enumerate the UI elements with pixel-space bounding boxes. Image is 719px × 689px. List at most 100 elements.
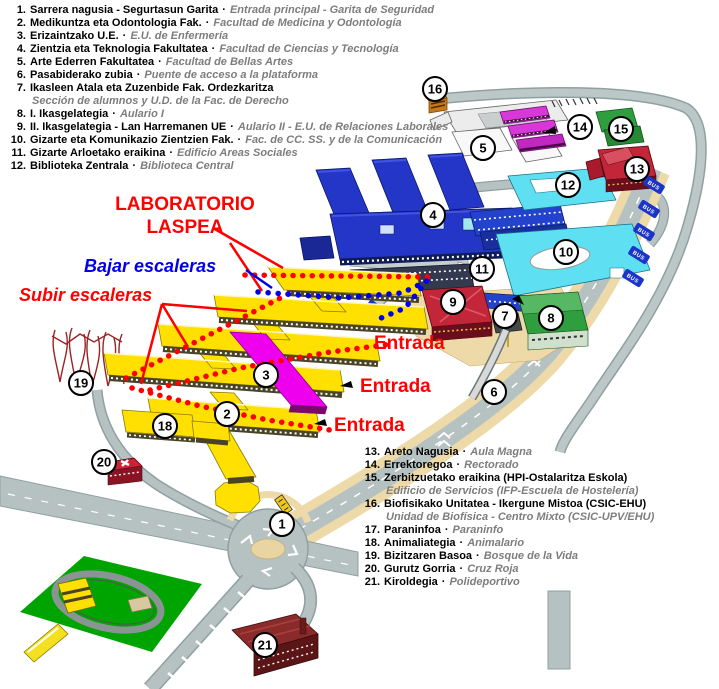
entrada-arrow-2 xyxy=(340,381,353,388)
legend-item-spanish: Aula Magna xyxy=(470,446,532,458)
bridge-6 xyxy=(468,328,511,401)
bus-vehicle xyxy=(274,494,293,516)
bajar-route xyxy=(255,278,430,324)
legend-item-spanish: Rectorado xyxy=(464,459,519,471)
legend-top-item-8: 8.I. Ikasgelategia·Aulario I xyxy=(6,108,448,121)
svg-text:9: 9 xyxy=(449,295,456,310)
legend-item-spanish: Edificio Areas Sociales xyxy=(177,147,298,159)
legend-top-item-3: 3. Erizaintzako U.E.·E.U. de Enfermería xyxy=(6,30,448,43)
legend-separator-dot: · xyxy=(205,17,210,29)
arrow-sw xyxy=(543,126,556,134)
legend-top-item-9: 9.II. Ikasgelategia - Lan Harremanen UE·… xyxy=(6,121,448,134)
legend-top-item-10: 10.Gizarte eta Komunikazio Zientzien Fak… xyxy=(6,134,448,147)
legend-separator-dot: · xyxy=(222,4,226,16)
legend-top-item-5: 5. Arte Ederren Fakultatea·Facultad de Be… xyxy=(6,56,448,69)
subir-leaders xyxy=(139,302,248,385)
subir-route-mid xyxy=(147,341,395,393)
landscape xyxy=(20,327,202,663)
legend-item-basque: Zientzia eta Teknologia Fakultatea xyxy=(30,43,208,55)
legend-item-number: 11. xyxy=(11,147,26,159)
legend-item-spanish: Puente de acceso a la plataforma xyxy=(144,69,319,81)
road-stub-bottom xyxy=(547,590,571,670)
fronton-building xyxy=(23,623,69,663)
legend-item-spanish-line2: Edificio de Servicios (IFP-Escuela de Ho… xyxy=(386,485,639,497)
marker-1: 1 xyxy=(269,511,295,537)
legend-separator-dot: · xyxy=(441,576,446,588)
legend-item-basque: Paraninfoa xyxy=(384,524,441,536)
entrada-arrow-3 xyxy=(314,419,327,426)
legend-item-spanish: Facultad de Bellas Artes xyxy=(165,56,294,68)
legend-top-item-7: 7.Ikasleen Atala eta Zuzenbide Fak. Orde… xyxy=(6,82,448,95)
entrada-label-3: Entrada xyxy=(334,415,405,436)
svg-text:16: 16 xyxy=(428,82,442,97)
crosswalk-stripes xyxy=(167,591,250,683)
legend-bottom-item-15: 15.Zerbitzuetako eraikina (HPI-Ostalarit… xyxy=(360,472,654,485)
marker-19: 19 xyxy=(68,370,94,396)
svg-text:21: 21 xyxy=(258,638,272,653)
building-20-cruz-roja xyxy=(107,457,143,486)
marker-11: 11 xyxy=(469,256,495,282)
svg-text:10: 10 xyxy=(559,245,573,260)
laboratorio-leader-1 xyxy=(212,226,284,270)
legend-separator-dot: · xyxy=(158,56,162,68)
arrow-se xyxy=(512,295,524,305)
legend-item-basque: Arte Ederren Fakultatea xyxy=(30,56,155,68)
legend-item-basque: Gurutz Gorria xyxy=(384,563,456,575)
legend-item-number: 2. xyxy=(16,17,26,29)
legend-item-number: 20. xyxy=(364,563,380,575)
legend-separator-dot: · xyxy=(122,30,127,42)
legend-item-spanish: Animalario xyxy=(467,537,525,549)
legend-bottom-item-19: 19.Bizitzaren Basoa·Bosque de la Vida xyxy=(360,550,654,563)
legend-item-basque: I. Ikasgelategia xyxy=(30,108,109,120)
legend-item-spanish: Polideportivo xyxy=(449,576,520,588)
marker-10: 10 xyxy=(553,239,579,265)
legend-item-basque: Erizaintzako U.E. xyxy=(30,30,119,42)
legend-item-basque: Medikuntza eta Odontologia Fak. xyxy=(30,17,202,29)
legend-separator-dot: · xyxy=(230,121,234,133)
direction-arrows xyxy=(314,126,556,426)
marker-12: 12 xyxy=(555,172,581,198)
legend-item-basque: Pasabiderako zubia xyxy=(30,69,133,81)
legend-bottom-item-16: 16.Biofisikako Unitatea - Ikergune Misto… xyxy=(360,498,654,511)
svg-text:18: 18 xyxy=(158,419,172,434)
legend-item-basque: Errektoregoa xyxy=(384,459,453,471)
legend-item-number: 5. xyxy=(16,56,26,68)
legend-separator-dot: · xyxy=(237,134,242,146)
legend-item-spanish: Facultad de Medicina y Odontología xyxy=(213,17,402,29)
svg-text:20: 20 xyxy=(97,455,111,470)
legend-item-spanish: Aulario I xyxy=(119,108,164,120)
buildings xyxy=(103,90,657,677)
sw-road xyxy=(145,575,253,689)
legend-item-basque: Bizitzaren Basoa xyxy=(384,550,473,562)
north-access-road xyxy=(93,389,258,537)
marker-9: 9 xyxy=(440,289,466,315)
subir-escaleras-label: Subir escaleras xyxy=(19,285,153,305)
legend-separator-dot: · xyxy=(456,459,461,471)
legend-bottom-item-20: 20.Gurutz Gorria·Cruz Roja xyxy=(360,563,654,576)
legend-separator-dot: · xyxy=(136,69,141,81)
legend-item-number: 1. xyxy=(16,4,26,16)
subir-route-nw xyxy=(123,291,291,381)
bajar-leader xyxy=(245,268,273,290)
legend-item-number: 15. xyxy=(364,472,380,484)
legend-separator-dot: · xyxy=(459,537,464,549)
legend-item-basque: Gizarte Arloetako eraikina xyxy=(30,147,166,159)
outer-highway xyxy=(437,88,706,454)
legend-item-basque: Biblioteka Zentrala xyxy=(30,160,129,172)
field-shed xyxy=(127,595,153,613)
svg-text:11: 11 xyxy=(475,262,489,277)
marker-18: 18 xyxy=(152,413,178,439)
legend-separator-dot: · xyxy=(169,147,173,159)
legend-item-spanish: E.U. de Enfermería xyxy=(130,30,229,42)
legend-bottom-item-18: 18.Animaliategia·Animalario xyxy=(360,537,654,550)
entrada-label-2: Entrada xyxy=(360,376,431,397)
legend-item-number: 16. xyxy=(364,498,380,510)
leader-lines xyxy=(139,226,284,385)
legend-item-number: 14. xyxy=(364,459,380,471)
marker-6: 6 xyxy=(481,379,507,405)
legend-item-basque: Areto Nagusia xyxy=(384,446,459,458)
legend-item-number: 3. xyxy=(16,30,26,42)
